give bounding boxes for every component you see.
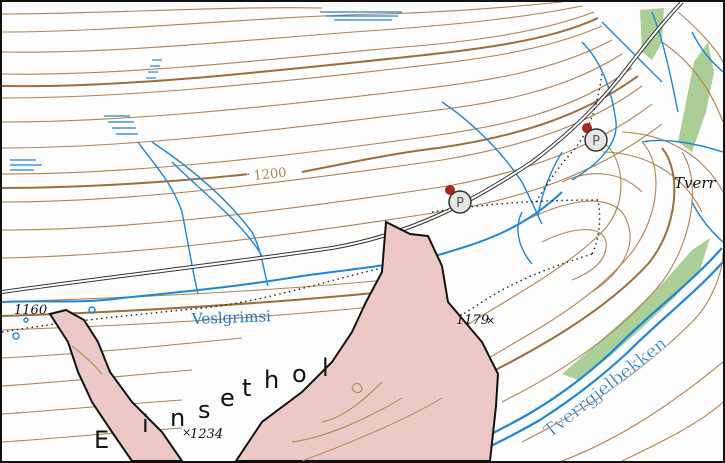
contour-label-1200: 1200 (253, 166, 287, 184)
parking-marker-1[interactable]: P (445, 185, 472, 214)
area-label-einsethol: E i n s e t h o l (94, 354, 329, 454)
stream-veslgrimsi (2, 191, 563, 303)
svg-text:E: E (94, 426, 109, 454)
svg-text:×: × (182, 426, 191, 439)
svg-text:s: s (198, 396, 211, 424)
svg-text:o: o (292, 360, 307, 388)
restricted-area-main (234, 220, 500, 461)
vegetation-strip-lower (562, 238, 710, 380)
svg-text:n: n (170, 404, 185, 432)
svg-text:1234: 1234 (190, 427, 223, 442)
spot-height-1160: 1160 (14, 303, 47, 318)
svg-text:1160: 1160 (14, 303, 47, 318)
restricted-area-left (48, 308, 184, 461)
marker-dot (445, 185, 455, 195)
svg-text:i: i (142, 410, 149, 438)
svg-text:1179: 1179 (456, 313, 489, 328)
restricted-areas[interactable] (48, 220, 500, 461)
place-label-tverr: Tverr (674, 174, 717, 192)
spot-height-1234: × 1234 (182, 426, 223, 442)
small-ponds (12, 306, 96, 340)
svg-text:×: × (486, 314, 495, 327)
svg-text:e: e (220, 384, 235, 412)
parking-icon (584, 128, 608, 152)
streams (2, 11, 723, 303)
svg-text:l: l (322, 354, 329, 382)
marsh-hatching (10, 11, 402, 171)
parking-icon (448, 190, 472, 214)
parking-symbol: P (456, 196, 464, 211)
river-label-veslgrimsi: Veslgrimsi (191, 307, 272, 328)
svg-text:h: h (264, 366, 279, 394)
restricted-area-contours (71, 345, 443, 461)
vegetation-strip-right (678, 42, 714, 152)
parking-marker-2[interactable]: P (582, 123, 608, 152)
parking-symbol: P (592, 134, 600, 149)
spot-height-1179: 1179 × (456, 313, 495, 328)
svg-text:t: t (242, 374, 251, 402)
